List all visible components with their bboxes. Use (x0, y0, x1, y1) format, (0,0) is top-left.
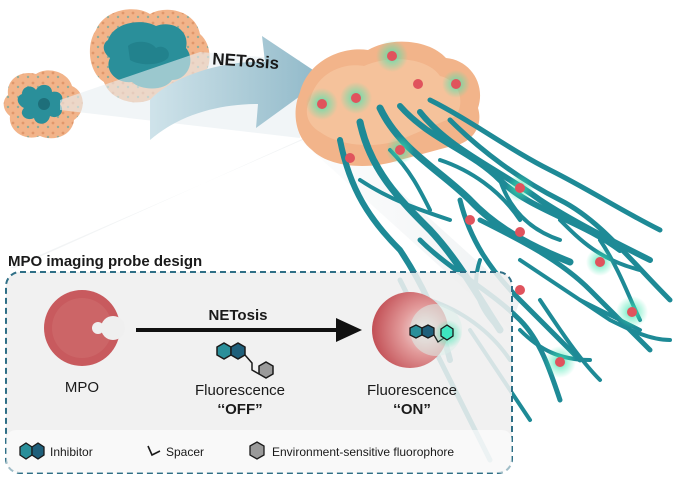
reaction-arrow-label: NETosis (209, 307, 268, 324)
small-neutrophil-cell (3, 70, 83, 139)
panel-title: MPO imaging probe design (8, 253, 202, 270)
spacer-icon (147, 445, 161, 457)
legend-label-inhibitor: Inhibitor (50, 445, 93, 459)
mpo-with-probe-on (372, 292, 462, 368)
on-label-line1: Fluorescence (367, 382, 457, 399)
netting-neutrophil (295, 40, 673, 463)
off-label-line1: Fluorescence (195, 382, 285, 399)
mpo-label: MPO (65, 379, 99, 396)
off-label-line2: ‘‘OFF” (217, 401, 262, 418)
netosis-big-arrow (150, 36, 325, 140)
legend-label-spacer: Spacer (166, 445, 204, 459)
legend-label-fluorophore: Environment-sensitive fluorophore (272, 445, 454, 459)
probe-molecule-off (216, 342, 274, 379)
mpo-enzyme (44, 290, 125, 366)
on-label-line2: ‘‘ON” (393, 401, 431, 418)
mpo-glow-spots (306, 40, 648, 378)
netosis-arrow-label: NETosis (212, 49, 280, 73)
legend: Inhibitor Spacer Environment-sensitive f… (19, 441, 454, 460)
inhibitor-icon (19, 442, 45, 460)
fluorophore-icon (249, 441, 265, 460)
netosis-reaction-arrow (136, 318, 362, 342)
